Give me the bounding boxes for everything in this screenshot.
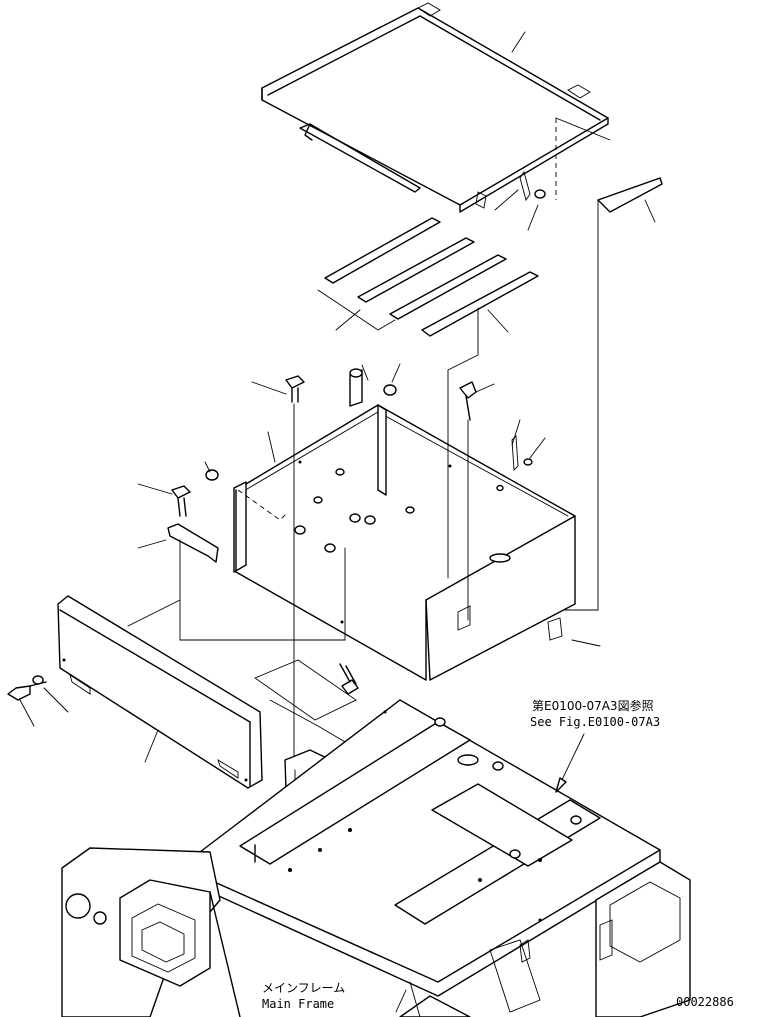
left-bolt-and-bracket (127, 483, 346, 641)
frame-label-en: Main Frame (262, 997, 334, 1011)
top-cover-lid (261, 2, 609, 213)
reference-labels: 第E0100-07A3図参照 See Fig.E0100-07A3 メインフレー… (262, 698, 734, 1011)
front-cover-panel (57, 595, 263, 789)
main-frame-side-structure (61, 847, 691, 1017)
drawing-number: 00022886 (676, 995, 734, 1009)
main-frame-deck (199, 699, 661, 997)
short-bolt-under-box (339, 663, 359, 695)
rubber-pad-strips (317, 217, 539, 579)
lid-leader-lines (494, 31, 611, 231)
ref-label-en: See Fig.E0100-07A3 (530, 715, 660, 729)
long-mounting-bolt (251, 375, 305, 821)
battery-box-tray (204, 363, 601, 681)
right-stay-bracket (559, 177, 663, 611)
ref-label-jp: 第E0100-07A3図参照 (532, 698, 654, 713)
lid-hinge-pin-and-washer (519, 170, 546, 202)
frame-label-jp: メインフレーム (262, 981, 345, 995)
front-bolt-and-washer (7, 675, 69, 727)
